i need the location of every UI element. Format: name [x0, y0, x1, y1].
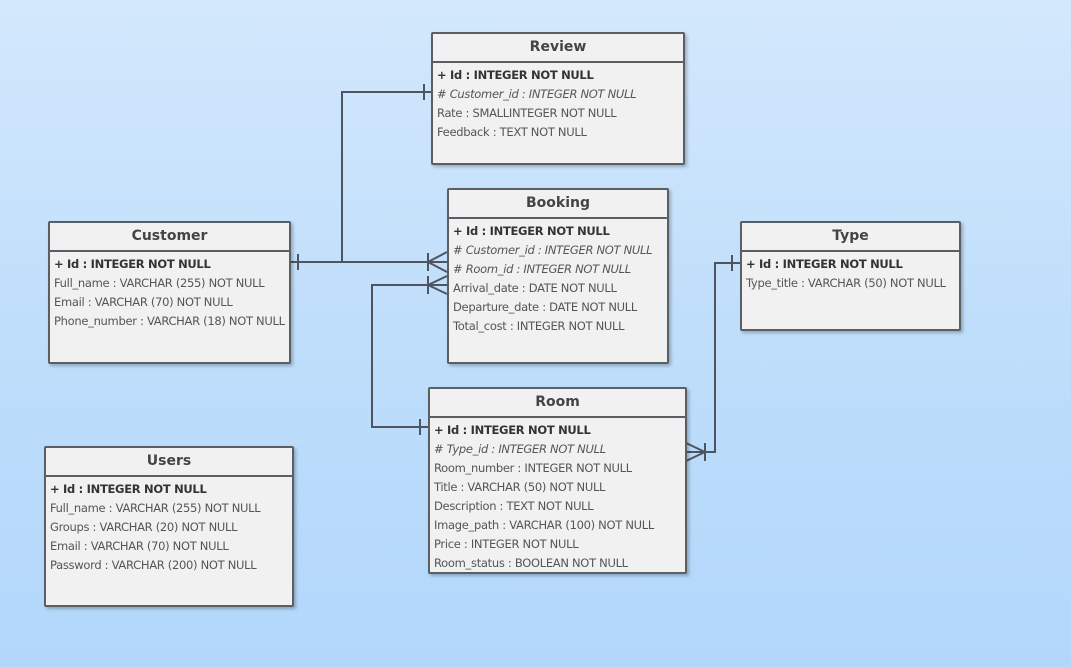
primary-key-field: + Id : INTEGER NOT NULL	[434, 423, 591, 437]
entity-title: Type	[742, 223, 959, 252]
entity-users[interactable]: Users + Id : INTEGER NOT NULL Full_name : …	[44, 446, 294, 607]
entity-title: Review	[433, 34, 683, 63]
field-list: + Id : INTEGER NOT NULL # Type_id : INTEG…	[430, 418, 685, 573]
field: Room_number : INTEGER NOT NULL	[434, 461, 632, 475]
field: Full_name : VARCHAR (255) NOT NULL	[50, 501, 261, 515]
field-list: + Id : INTEGER NOT NULL Type_title : VARC…	[742, 252, 959, 293]
entity-title: Booking	[449, 190, 667, 219]
room-booking-link	[371, 275, 448, 435]
field-list: + Id : INTEGER NOT NULL Full_name : VARCH…	[46, 477, 292, 575]
field: Title : VARCHAR (50) NOT NULL	[434, 480, 606, 494]
field: Feedback : TEXT NOT NULL	[437, 125, 587, 139]
field: Email : VARCHAR (70) NOT NULL	[50, 539, 229, 553]
primary-key-field: + Id : INTEGER NOT NULL	[54, 257, 211, 271]
entity-booking[interactable]: Booking + Id : INTEGER NOT NULL # Customer…	[447, 188, 669, 364]
field: Total_cost : INTEGER NOT NULL	[453, 319, 625, 333]
crows-foot-icon	[427, 251, 448, 273]
field: Password : VARCHAR (200) NOT NULL	[50, 558, 257, 572]
foreign-key-field: # Customer_id : INTEGER NOT NULL	[437, 87, 637, 101]
entity-title: Room	[430, 389, 685, 418]
foreign-key-field: # Room_id : INTEGER NOT NULL	[453, 262, 631, 276]
foreign-key-field: # Customer_id : INTEGER NOT NULL	[453, 243, 653, 257]
field-list: + Id : INTEGER NOT NULL # Customer_id : I…	[433, 63, 683, 142]
field: Rate : SMALLINTEGER NOT NULL	[437, 106, 617, 120]
entity-review[interactable]: Review + Id : INTEGER NOT NULL # Customer_…	[431, 32, 685, 165]
crows-foot-icon	[685, 442, 706, 462]
field: Arrival_date : DATE NOT NULL	[453, 281, 617, 295]
primary-key-field: + Id : INTEGER NOT NULL	[453, 224, 610, 238]
field: Description : TEXT NOT NULL	[434, 499, 594, 513]
field: Full_name : VARCHAR (255) NOT NULL	[54, 276, 265, 290]
field-list: + Id : INTEGER NOT NULL # Customer_id : I…	[449, 219, 667, 336]
foreign-key-field: # Type_id : INTEGER NOT NULL	[434, 442, 606, 456]
primary-key-field: + Id : INTEGER NOT NULL	[437, 68, 594, 82]
entity-title: Users	[46, 448, 292, 477]
field: Type_title : VARCHAR (50) NOT NULL	[746, 276, 946, 290]
type-room-link	[685, 255, 740, 462]
entity-title: Customer	[50, 223, 289, 252]
customer-review-link	[341, 84, 431, 262]
field: Email : VARCHAR (70) NOT NULL	[54, 295, 233, 309]
field: Price : INTEGER NOT NULL	[434, 537, 579, 551]
customer-booking-link	[290, 251, 448, 273]
field: Groups : VARCHAR (20) NOT NULL	[50, 520, 238, 534]
primary-key-field: + Id : INTEGER NOT NULL	[746, 257, 903, 271]
entity-customer[interactable]: Customer + Id : INTEGER NOT NULL Full_name…	[48, 221, 291, 364]
field: Departure_date : DATE NOT NULL	[453, 300, 637, 314]
field-list: + Id : INTEGER NOT NULL Full_name : VARCH…	[50, 252, 289, 331]
entity-room[interactable]: Room + Id : INTEGER NOT NULL # Type_id : I…	[428, 387, 687, 574]
field: Room_status : BOOLEAN NOT NULL	[434, 556, 628, 570]
field: Phone_number : VARCHAR (18) NOT NULL	[54, 314, 285, 328]
field: Image_path : VARCHAR (100) NOT NULL	[434, 518, 654, 532]
primary-key-field: + Id : INTEGER NOT NULL	[50, 482, 207, 496]
entity-type[interactable]: Type + Id : INTEGER NOT NULL Type_title : …	[740, 221, 961, 331]
crows-foot-icon	[427, 275, 448, 295]
